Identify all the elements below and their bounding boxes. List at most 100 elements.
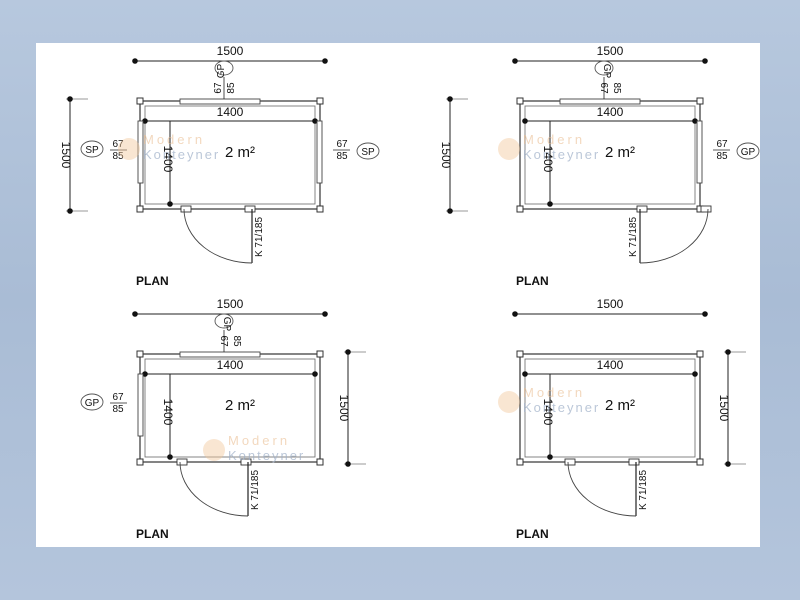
watermark-line-2: Konteyner: [143, 147, 220, 162]
dimension-dot: [345, 349, 351, 355]
door-jamb: [240, 458, 252, 466]
overall-height-label: 1500: [439, 142, 453, 169]
right-window-code: SP: [361, 147, 375, 158]
floor-plan-4: 1500 1400 1400 2 m² 1500 K 71/185 ModernKontey…: [498, 297, 746, 541]
door-code-label: K 71/185: [250, 470, 261, 510]
watermark-line-1: Modern: [523, 132, 585, 147]
corner-post: [316, 350, 324, 358]
watermark-line-2: Konteyner: [523, 147, 600, 162]
dimension-dot: [142, 118, 148, 124]
dimension-dot: [142, 371, 148, 377]
top-window: [179, 351, 261, 358]
dimension-dot: [702, 311, 708, 317]
corner-post: [696, 458, 704, 466]
left-window-code: GP: [85, 398, 100, 409]
door-jamb: [180, 205, 192, 213]
left-window-code: SP: [85, 145, 99, 156]
overall-height-label: 1500: [717, 395, 731, 422]
overall-width-label: 1500: [217, 297, 244, 311]
dimension-dot: [725, 349, 731, 355]
top-window-tag: [594, 60, 614, 76]
outer-wall: [519, 353, 701, 463]
door-code-label: K 71/185: [638, 470, 649, 510]
right-window: [316, 120, 323, 184]
right-window-height: 85: [336, 151, 348, 162]
inner-width-label: 1400: [597, 105, 624, 119]
plan-label: PLAN: [136, 527, 169, 541]
room-area-label: 2 m²: [605, 144, 635, 161]
dimension-dot: [447, 96, 453, 102]
top-window-height: 85: [231, 335, 242, 347]
right-window-height: 85: [716, 151, 728, 162]
corner-post: [516, 97, 524, 105]
left-window-tag: [80, 140, 104, 158]
dimension-dot: [132, 58, 138, 64]
door-jamb: [564, 458, 576, 466]
corner-post: [696, 350, 704, 358]
left-window-width: 67: [112, 392, 124, 403]
inner-wall: [524, 358, 696, 458]
corner-post: [316, 97, 324, 105]
room-area-label: 2 m²: [605, 397, 635, 414]
dimension-dot: [522, 371, 528, 377]
door-jamb: [700, 205, 712, 213]
overall-width-label: 1500: [597, 44, 624, 58]
inner-wall: [144, 105, 316, 205]
door-jamb: [628, 458, 640, 466]
right-window: [696, 120, 703, 184]
room-area-label: 2 m²: [225, 144, 255, 161]
left-window-width: 67: [112, 139, 124, 150]
top-window-tag: [214, 313, 234, 329]
plan-label: PLAN: [516, 274, 549, 288]
watermark-line-2: Konteyner: [228, 448, 305, 463]
dimension-dot: [345, 461, 351, 467]
watermark-logo-icon: [498, 138, 520, 160]
top-window-height: 85: [226, 82, 237, 94]
room-area-label: 2 m²: [225, 397, 255, 414]
right-window-code: GP: [741, 147, 756, 158]
corner-post: [316, 205, 324, 213]
right-window-width: 67: [336, 139, 348, 150]
door-swing-arc: [183, 208, 253, 264]
dimension-dot: [312, 371, 318, 377]
corner-post: [516, 350, 524, 358]
inner-wall: [524, 105, 696, 205]
door-swing-arc: [567, 461, 637, 517]
dimension-dot: [447, 208, 453, 214]
watermark-logo-icon: [203, 439, 225, 461]
right-window-tag: [736, 142, 760, 160]
watermark-logo-icon: [118, 138, 140, 160]
dimension-dot: [512, 311, 518, 317]
door-jamb: [244, 205, 256, 213]
inner-width-label: 1400: [597, 358, 624, 372]
dimension-dot: [67, 96, 73, 102]
watermark-line-1: Modern: [523, 385, 585, 400]
corner-post: [316, 458, 324, 466]
watermark-line-2: Konteyner: [523, 400, 600, 415]
overall-height-label: 1500: [337, 395, 351, 422]
corner-post: [136, 97, 144, 105]
overall-width-label: 1500: [597, 297, 624, 311]
door-code-label: K 71/185: [254, 217, 265, 257]
corner-post: [136, 458, 144, 466]
top-window-code: GP: [221, 317, 232, 332]
corner-post: [696, 97, 704, 105]
dimension-dot: [547, 201, 553, 207]
watermark-line-1: Modern: [228, 433, 290, 448]
dimension-dot: [132, 311, 138, 317]
left-window-tag: [80, 393, 104, 411]
inner-height-label: 1400: [161, 146, 175, 173]
watermark-line-1: Modern: [143, 132, 205, 147]
right-window-tag: [356, 142, 380, 160]
door-jamb: [636, 205, 648, 213]
top-window-height: 85: [611, 82, 622, 94]
dimension-dot: [67, 208, 73, 214]
plan-label: PLAN: [516, 527, 549, 541]
inner-wall: [144, 358, 316, 458]
inner-height-label: 1400: [541, 399, 555, 426]
